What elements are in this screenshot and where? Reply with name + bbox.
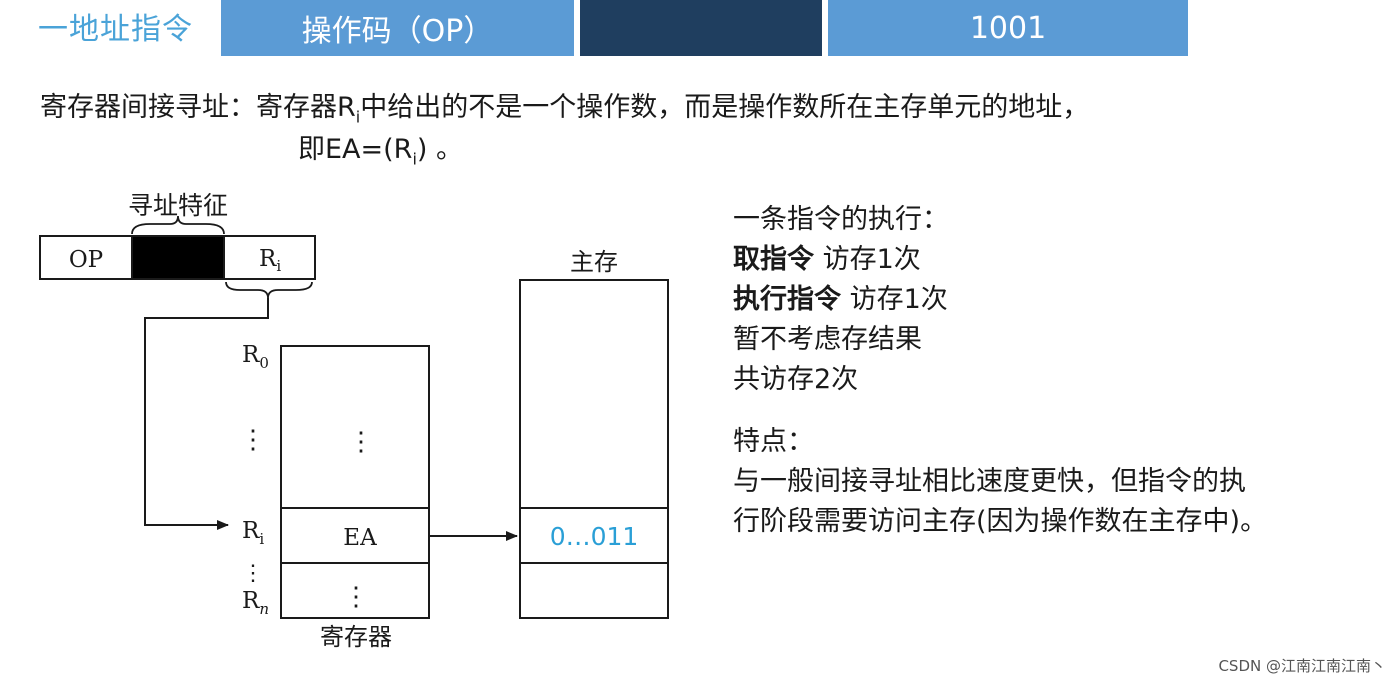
addressing-brace xyxy=(131,215,225,235)
slide-title: 一地址指令 xyxy=(38,12,193,47)
main-memory xyxy=(519,279,669,619)
description-line1: 寄存器间接寻址：寄存器Ri中给出的不是一个操作数，而是操作数所在主存单元的地址， xyxy=(40,92,1090,127)
register-file-label: 寄存器 xyxy=(320,623,392,651)
ignore-line: 暂不考虑存结果 xyxy=(733,324,922,355)
execution-heading: 一条指令的执行： xyxy=(733,204,949,235)
opcode-bar: 操作码（OP） xyxy=(221,0,574,56)
execution-notes: 一条指令的执行： 取指令 访存1次 执行指令 访存1次 暂不考虑存结果 共访存2… xyxy=(733,200,949,400)
memory-label: 主存 xyxy=(570,248,618,276)
instr-reg-field xyxy=(223,235,316,280)
instr-reg-label: R xyxy=(259,246,277,272)
instr-op-field xyxy=(39,235,133,280)
reg-r0-label: R xyxy=(242,342,260,368)
features-notes: 特点： 与一般间接寻址相比速度更快，但指令的执 行阶段需要访问主存(因为操作数在… xyxy=(733,422,1267,542)
reg-select-line xyxy=(144,298,269,530)
reg-rn-label: R xyxy=(242,588,260,614)
address-value: 1001 xyxy=(969,10,1047,46)
register-indirect-diagram: 寻址特征 OP Ri ⋮ EA ⋮ R0 ⋮ Ri ⋮ Rn 寄存器 主存 0…… xyxy=(39,191,669,651)
features-line2: 行阶段需要访问主存(因为操作数在主存中)。 xyxy=(733,506,1268,537)
reg-ri-label: R xyxy=(242,518,260,544)
memory-cell-value: 0…011 xyxy=(550,522,639,551)
address-bar: 1001 xyxy=(828,0,1188,56)
ea-cell-label: EA xyxy=(343,525,377,551)
register-file-dots-top: ⋮ xyxy=(348,427,374,457)
mode-bar xyxy=(580,0,822,56)
instr-op-label: OP xyxy=(69,247,103,273)
svg-text:R0: R0 xyxy=(242,342,269,372)
description-term: 寄存器间接寻址： xyxy=(40,92,256,123)
reg-field-brace xyxy=(225,281,313,299)
reg-labels-dots-lower: ⋮ xyxy=(242,561,264,586)
svg-text:Rn: Rn xyxy=(242,588,269,618)
description-line2: 即EA=(Ri) 。 xyxy=(298,134,464,169)
addressing-label: 寻址特征 xyxy=(128,191,228,220)
reg-labels-dots: ⋮ xyxy=(240,425,266,455)
svg-text:Ri: Ri xyxy=(242,518,264,548)
instr-mode-field xyxy=(131,235,225,280)
features-line1: 与一般间接寻址相比速度更快，但指令的执 xyxy=(733,466,1246,497)
fetch-line: 取指令 访存1次 xyxy=(733,244,921,275)
exec-line: 执行指令 访存1次 xyxy=(733,284,948,315)
register-file xyxy=(280,345,430,619)
svg-text:Ri: Ri xyxy=(259,246,281,275)
total-line: 共访存2次 xyxy=(733,364,859,395)
register-file-dots-bottom: ⋮ xyxy=(343,582,369,612)
opcode-label: 操作码（OP） xyxy=(301,14,494,49)
features-heading: 特点： xyxy=(733,426,814,457)
watermark: CSDN @江南江南江南丶 xyxy=(1218,657,1386,675)
